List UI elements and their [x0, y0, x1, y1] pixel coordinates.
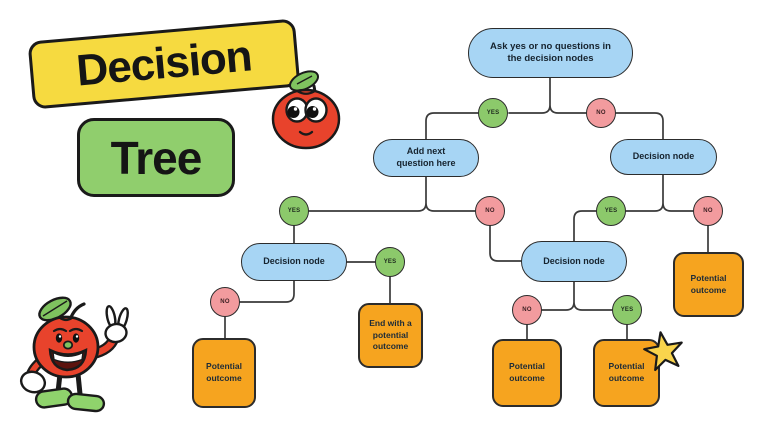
edge-decisionleft-no3: [239, 280, 295, 303]
title-text-decision: Decision: [74, 31, 254, 96]
apple-icon: [271, 70, 341, 150]
apple-mascot-icon: [19, 296, 129, 413]
outcome-box-left: Potential outcome: [192, 338, 256, 408]
no-badge-2: NO: [475, 196, 505, 226]
yes-badge-5: YES: [612, 295, 642, 325]
outcome-box-bottom-no: Potential outcome: [492, 339, 562, 407]
yes-badge-2: YES: [279, 196, 309, 226]
edge-yes4-decisionmid: [573, 210, 597, 242]
yes-badge-3: YES: [596, 196, 626, 226]
no-badge-3: NO: [693, 196, 723, 226]
edge-yes1-addnext: [425, 112, 479, 140]
yes-badge-4: YES: [375, 247, 405, 277]
edge-decisionmid-split: [541, 281, 613, 311]
yes-badge-1: YES: [478, 98, 508, 128]
node-add-next-question: Add next question here: [373, 139, 479, 177]
node-root: Ask yes or no questions in the decision …: [468, 28, 633, 78]
node-decision-right: Decision node: [610, 139, 717, 175]
star-icon: [643, 331, 683, 372]
no-badge-5: NO: [512, 295, 542, 325]
no-badge-4: NO: [210, 287, 240, 317]
node-decision-mid: Decision node: [521, 241, 627, 282]
edge-decisionright-split: [625, 174, 694, 212]
edge-no1-decisionright: [615, 112, 664, 140]
node-decision-left: Decision node: [241, 243, 347, 281]
edge-root-split: [508, 77, 587, 114]
title-text-tree: Tree: [110, 131, 203, 184]
no-badge-1: NO: [586, 98, 616, 128]
edge-addnext-split: [308, 176, 476, 212]
edge-no2-decisionmid: [489, 225, 522, 262]
outcome-box-end: End with a potential outcome: [358, 303, 423, 368]
outcome-box-right: Potential outcome: [673, 252, 744, 317]
title-card-tree: Tree: [77, 118, 235, 197]
outcome-box-bottom-yes: Potential outcome: [593, 339, 660, 407]
